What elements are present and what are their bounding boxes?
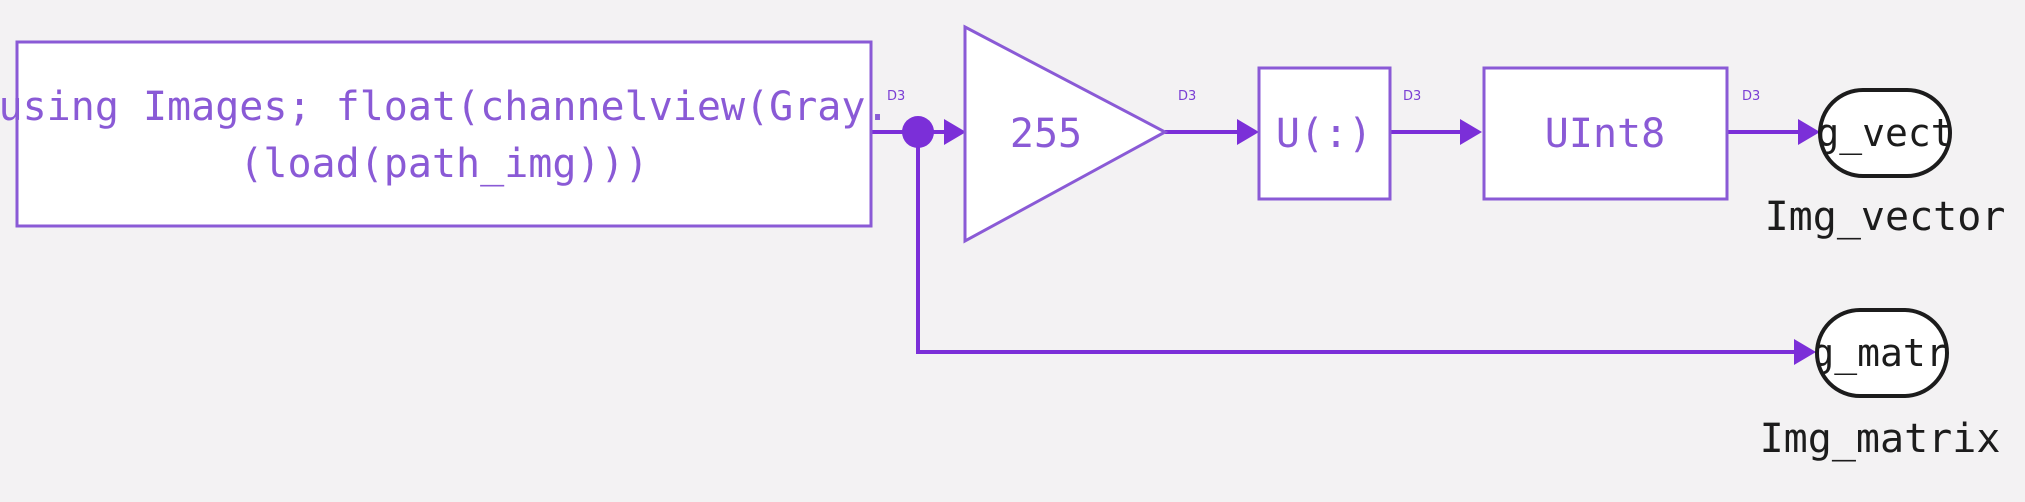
outport-vector-shape (1818, 88, 1952, 178)
gain-value: 255 (1010, 111, 1082, 157)
branch-point[interactable] (902, 116, 934, 148)
arrowhead-vector-in (1798, 119, 1820, 145)
arrowhead-matrix-in (1794, 339, 1816, 365)
outport-matrix-name: Img_matrix (1760, 416, 2001, 462)
signal-label-source-out: D3 (887, 89, 905, 104)
convert-block-frame (1482, 66, 1729, 201)
source-block[interactable]: using Images; float(channelview(Gray. (l… (0, 40, 890, 228)
outport-vector[interactable]: g_vect (1816, 88, 1953, 178)
source-code-line-2: (load(path_img))) (239, 141, 648, 187)
arrowhead-reshape-in (1237, 119, 1259, 145)
reshape-block[interactable]: U(:) (1257, 66, 1392, 201)
reshape-label: U(:) (1276, 111, 1372, 157)
outport-matrix-shape (1815, 308, 1949, 398)
outport-vector-name: Img_vector (1765, 194, 2006, 240)
source-code-line-1: using Images; float(channelview(Gray. (0, 84, 890, 130)
convert-label: UInt8 (1545, 111, 1665, 157)
outport-matrix[interactable]: g_matr (1811, 308, 1949, 398)
signal-label-reshape-out: D3 (1403, 89, 1421, 104)
convert-block[interactable]: UInt8 (1482, 66, 1729, 201)
outport-vector-inner-text: g_vect (1816, 111, 1953, 156)
arrowheads (944, 119, 1820, 365)
outport-matrix-inner-text: g_matr (1811, 331, 1948, 376)
signal-branch-to-matrix[interactable] (916, 132, 1796, 354)
arrowhead-gain-in (944, 119, 966, 145)
reshape-block-frame (1257, 66, 1392, 201)
signal-label-gain-out: D3 (1178, 89, 1196, 104)
gain-block[interactable]: 255 (963, 24, 1169, 244)
signal-label-convert-out: D3 (1742, 89, 1760, 104)
arrowhead-convert-in (1460, 119, 1482, 145)
source-block-frame (15, 40, 873, 228)
gain-block-triangle (963, 24, 1169, 244)
